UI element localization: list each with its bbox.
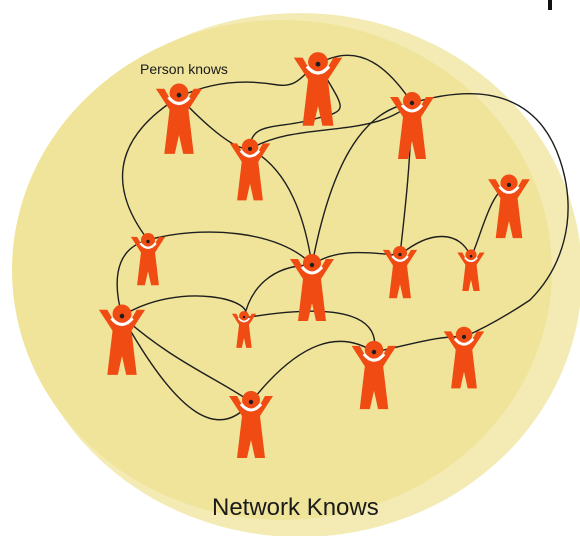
connection-line <box>399 235 472 258</box>
connection-line <box>121 315 252 421</box>
person-node-point <box>248 399 254 405</box>
people-nodes <box>98 52 530 458</box>
person-collar <box>167 96 191 106</box>
person-node-point <box>371 349 377 355</box>
person-collar <box>300 265 324 275</box>
person-icon <box>229 391 273 458</box>
person-node-point <box>461 334 467 339</box>
person-body <box>98 309 146 375</box>
person-collar <box>239 149 261 158</box>
person-icon <box>98 304 146 375</box>
person-body <box>293 57 343 126</box>
person-node-point <box>469 254 473 258</box>
person-icon <box>293 52 343 126</box>
corner-mark <box>548 0 552 10</box>
person-node-point <box>315 61 321 67</box>
person-body <box>231 313 257 348</box>
person-node-point <box>146 239 150 244</box>
connection-line <box>249 148 313 266</box>
connection-line <box>121 96 180 241</box>
network-knows-label: Network Knows <box>212 494 379 521</box>
person-collar <box>464 256 478 263</box>
person-node-point <box>309 262 315 268</box>
person-collar <box>110 317 134 327</box>
connection-line <box>311 102 413 266</box>
connection-line <box>250 340 375 403</box>
connection-line <box>147 231 313 266</box>
person-body <box>351 345 397 410</box>
person-body <box>155 88 203 154</box>
person-icon <box>443 326 485 389</box>
connection-line <box>411 93 569 338</box>
person-icon <box>488 174 530 239</box>
person-collar <box>391 255 409 262</box>
person-icon <box>351 340 397 410</box>
connection-line <box>121 315 252 403</box>
person-collar <box>305 65 331 75</box>
person-body <box>488 179 530 239</box>
person-node-point <box>176 92 182 98</box>
person-body <box>390 97 434 159</box>
person-icon <box>130 232 166 286</box>
person-collar <box>239 402 263 412</box>
person-body <box>229 396 273 458</box>
person-node-point <box>119 313 125 319</box>
connection-line <box>249 102 413 150</box>
person-node-point <box>247 146 253 151</box>
person-node-point <box>242 315 246 319</box>
person-body <box>382 249 418 299</box>
person-icon <box>457 249 485 291</box>
person-body <box>130 236 166 286</box>
person-node-point <box>409 100 415 106</box>
person-collar <box>453 337 475 346</box>
person-body <box>229 143 271 201</box>
person-icon <box>290 254 334 321</box>
person-knows-label: Person knows <box>140 61 228 77</box>
person-collar <box>498 185 520 194</box>
person-icon <box>382 245 418 299</box>
person-body <box>290 259 334 321</box>
connection-line <box>249 63 341 150</box>
person-icon <box>229 138 271 201</box>
person-body <box>457 252 485 291</box>
person-collar <box>362 353 386 362</box>
connection-line <box>317 54 413 104</box>
person-node-point <box>506 182 512 187</box>
person-collar <box>400 103 424 113</box>
person-collar <box>139 242 157 249</box>
person-icon <box>231 311 257 348</box>
person-icon <box>155 83 203 154</box>
person-collar <box>237 317 251 323</box>
person-icon <box>390 92 434 159</box>
person-node-point <box>398 252 402 257</box>
person-body <box>443 331 485 389</box>
